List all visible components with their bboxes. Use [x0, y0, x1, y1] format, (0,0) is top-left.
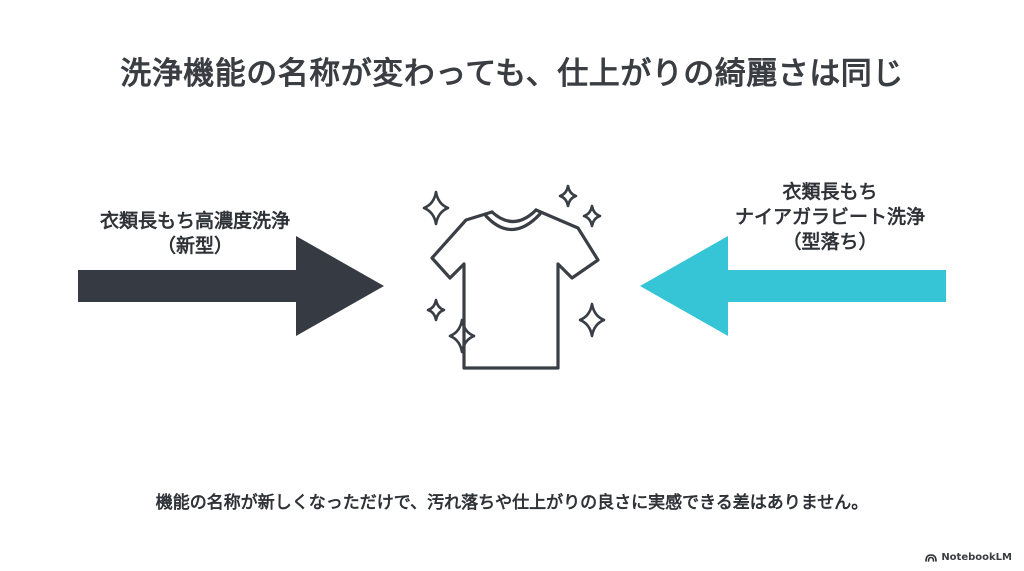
- right-label-line-3: （型落ち）: [782, 231, 878, 253]
- left-arrow: [78, 236, 384, 336]
- right-label-line-1: 衣類長もち: [782, 181, 878, 203]
- t-shirt-collar: [490, 208, 538, 224]
- footer-note: 機能の名称が新しくなっただけで、汚れ落ちや仕上がりの良さに実感できる差はありませ…: [155, 493, 869, 513]
- sparkle-icon: [578, 302, 606, 338]
- left-arrow-shape: [78, 236, 384, 336]
- page-title: 洗浄機能の名称が変わっても、仕上がりの綺麗さは同じ: [120, 56, 904, 92]
- left-label-new-model: 衣類長もち高濃度洗浄 （新型）: [60, 209, 330, 259]
- notebooklm-logo-icon: [925, 554, 938, 562]
- left-label-line-2: （新型）: [156, 235, 233, 257]
- right-label-line-2: ナイアガラビート洗浄: [734, 206, 925, 228]
- sparkle-icon: [582, 204, 602, 228]
- t-shirt-icon: [422, 184, 606, 370]
- sparkle-icon: [448, 318, 476, 354]
- sparkle-icon: [422, 190, 450, 226]
- right-arrow-shape: [640, 236, 946, 336]
- sparkle-icon: [426, 298, 446, 322]
- left-label-line-1: 衣類長もち高濃度洗浄: [99, 210, 290, 232]
- t-shirt-outline: [430, 208, 600, 370]
- brand-name: NotebookLM: [941, 552, 1012, 563]
- sparkle-icon: [558, 184, 578, 208]
- right-arrow: [640, 236, 946, 336]
- brand-watermark: NotebookLM: [925, 552, 1012, 563]
- t-shirt-collar-inner: [484, 212, 542, 232]
- right-label-old-model: 衣類長もち ナイアガラビート洗浄 （型落ち）: [700, 180, 960, 255]
